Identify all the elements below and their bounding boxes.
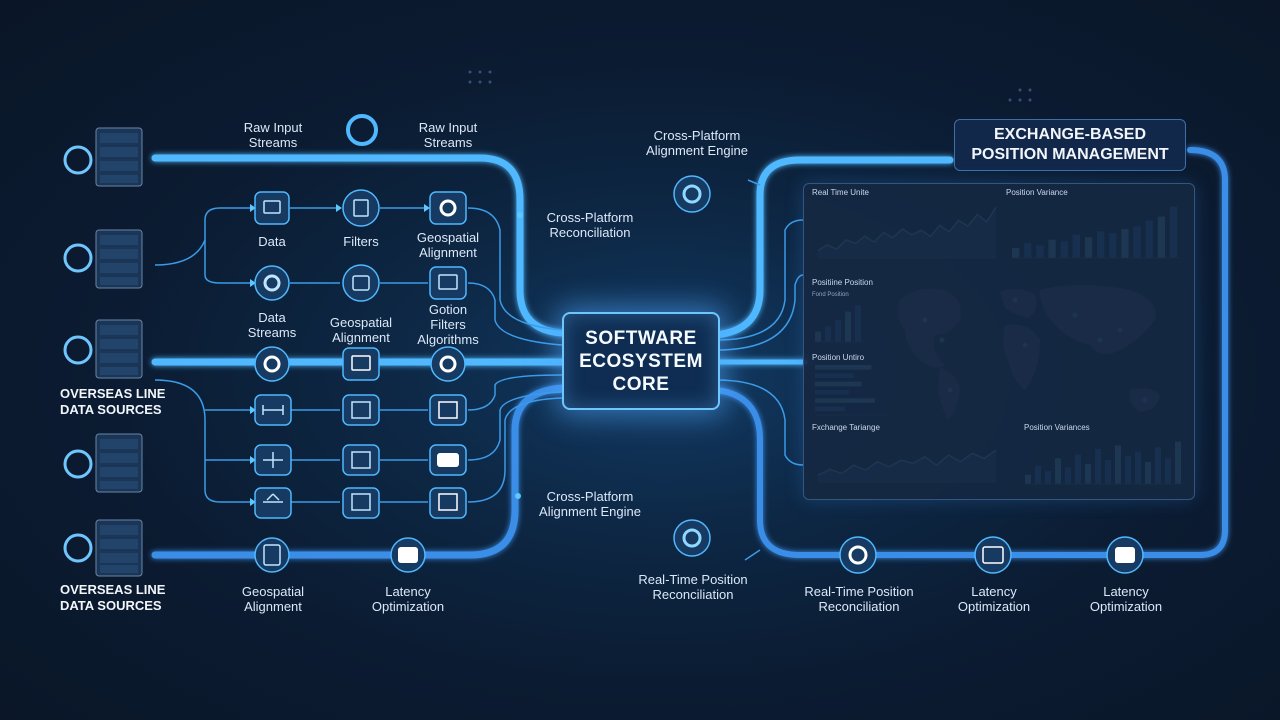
label-sources-bottom: OVERSEAS LINE DATA SOURCES — [60, 582, 166, 613]
node-r3-a-icon — [254, 487, 292, 519]
label-cross-platform-alignment-lower: Cross-Platform Alignment Engine — [539, 489, 641, 519]
core-label: SOFTWARE ECOSYSTEM CORE — [579, 327, 703, 395]
server-group-4 — [63, 433, 143, 493]
node-r1-c-icon — [429, 394, 467, 426]
dashboard-panel — [803, 183, 1195, 500]
arrow-markers — [250, 204, 523, 506]
label-cross-platform-reconciliation: Cross-Platform Reconciliation — [546, 210, 634, 240]
label-geospatial-alignment-1: Geospatial Alignment — [416, 230, 480, 260]
gear-right-top-icon — [673, 175, 711, 213]
node-geo2-icon — [342, 264, 380, 302]
exchange-position-management-box: EXCHANGE-BASED POSITION MANAGEMENT — [954, 119, 1186, 171]
panel-title-realtime: Real Time Unite — [812, 188, 869, 197]
node-bottom-geo-icon — [254, 537, 290, 573]
label-latency-optimization-1: Latency Optimization — [957, 584, 1031, 614]
server-group-1 — [63, 127, 143, 187]
node-rb-lat1-icon — [974, 536, 1012, 574]
node-mid-monitor-icon — [342, 347, 380, 381]
panel-title-position-variance: Position Variance — [1006, 188, 1068, 197]
label-latency-optimization-bottom: Latency Optimization — [371, 584, 445, 614]
panel-title-position-units: Position Untiro — [812, 353, 865, 362]
label-filters: Filters — [343, 234, 379, 249]
server-group-3 — [63, 319, 143, 379]
gear-right-bottom-icon — [673, 519, 711, 557]
node-r3-b-icon — [342, 487, 380, 519]
panel-title-position-map: Positiine Position — [812, 278, 873, 287]
node-mid-gear-icon — [254, 346, 290, 382]
node-rb-recon-icon — [839, 536, 877, 574]
label-latency-optimization-2: Latency Optimization — [1089, 584, 1163, 614]
panel-title-position-variances: Position Variances — [1024, 423, 1090, 432]
source-servers — [63, 127, 143, 577]
gear-g-icon — [63, 449, 93, 479]
node-glyphs — [262, 184, 1135, 566]
label-geospatial-alignment-2: Geospatial Alignment — [329, 315, 393, 345]
software-ecosystem-core: SOFTWARE ECOSYSTEM CORE — [562, 312, 720, 410]
label-realtime-reconciliation-bottom: Real-Time Position Reconciliation — [804, 584, 914, 614]
node-geo-icon — [429, 191, 467, 225]
server-group-2 — [63, 229, 143, 289]
panel-title-exchange-variance: Fxchange Tariange — [812, 423, 880, 432]
pipe-right-bottom — [713, 147, 1228, 558]
gear-g-icon — [63, 145, 93, 175]
server-group-5 — [63, 519, 143, 577]
label-raw-input-2: Raw Input Streams — [418, 120, 478, 150]
exchange-box-title: EXCHANGE-BASED POSITION MANAGEMENT — [971, 126, 1169, 163]
node-data-icon — [254, 191, 290, 225]
panel-subtitle-map: Fond Position — [812, 292, 849, 298]
gear-g-icon — [63, 533, 93, 563]
label-gotion-filters: Gotion Filters Algorithms — [417, 302, 479, 347]
node-r1-b-icon — [342, 394, 380, 426]
node-mid-gear2-icon — [430, 346, 466, 382]
label-data-streams: Data Streams — [247, 310, 297, 340]
label-cross-platform-alignment-top: Cross-Platform Alignment Engine — [646, 128, 748, 158]
label-realtime-reconciliation-left: Real-Time Position Reconciliation — [638, 572, 748, 602]
pipe-right-top — [712, 156, 954, 339]
decor-dots — [468, 70, 1032, 102]
gear-g-icon — [63, 335, 93, 365]
gear-g-icon — [63, 243, 93, 273]
label-data: Data — [258, 234, 286, 249]
label-sources-top: OVERSEAS LINE DATA SOURCES — [60, 386, 166, 417]
node-r3-c-icon — [429, 487, 467, 519]
label-raw-input-1: Raw Input Streams — [243, 120, 303, 150]
thin-connectors — [154, 179, 804, 561]
node-filters-icon — [342, 189, 380, 227]
node-data-streams-icon — [254, 265, 290, 301]
node-gotion-icon — [429, 266, 467, 300]
label-geospatial-alignment-bottom: Geospatial Alignment — [241, 584, 305, 614]
gear-top-icon — [346, 114, 378, 146]
node-r2-b-icon — [342, 444, 380, 476]
